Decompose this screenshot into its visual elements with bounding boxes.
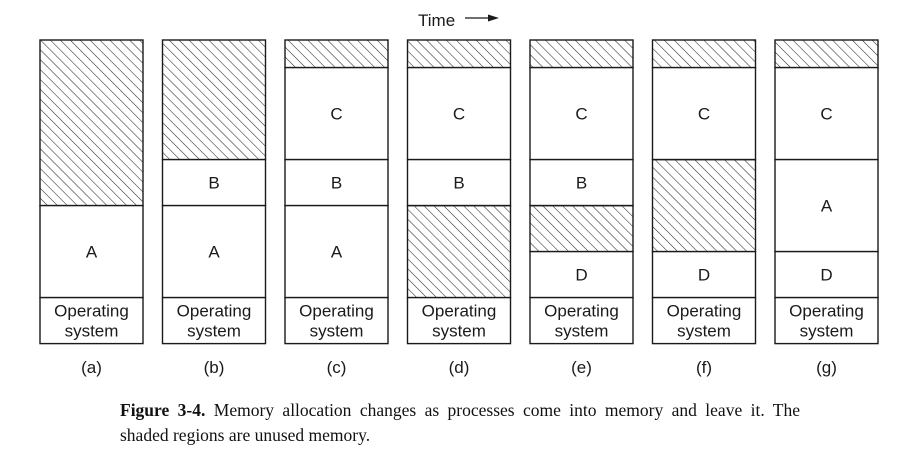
process-block — [774, 250, 879, 299]
free-memory-block — [406, 39, 512, 69]
process-block — [651, 296, 757, 345]
process-label: D — [698, 266, 710, 285]
process-label: B — [453, 174, 464, 193]
process-label: C — [330, 105, 342, 124]
free-memory-block — [39, 39, 144, 207]
process-block — [161, 296, 267, 345]
process-label: B — [576, 174, 587, 193]
free-memory-block — [529, 204, 634, 253]
free-memory-block — [284, 39, 389, 69]
process-block — [284, 66, 389, 161]
process-label: B — [208, 174, 219, 193]
column-label: (c) — [327, 358, 347, 377]
free-memory-block — [651, 158, 757, 253]
process-block — [529, 158, 634, 207]
memory-columns: AOperatingsystem(a)BAOperatingsystem(b)C… — [39, 39, 879, 377]
free-memory-block — [161, 39, 267, 161]
process-block — [774, 296, 879, 345]
process-label: C — [820, 105, 832, 124]
process-block — [284, 204, 389, 299]
time-arrow-head-icon — [488, 14, 499, 22]
column-label: (a) — [81, 358, 102, 377]
os-block-label: system — [677, 322, 731, 341]
process-label: B — [331, 174, 342, 193]
os-block-label: Operating — [177, 302, 252, 321]
process-label: A — [331, 243, 343, 262]
process-label: C — [575, 105, 587, 124]
os-block-label: Operating — [544, 302, 619, 321]
free-memory-block — [406, 204, 512, 299]
caption-label: Figure 3-4. — [120, 400, 206, 420]
process-label: D — [820, 266, 832, 285]
time-axis: Time — [418, 11, 499, 30]
process-block — [529, 296, 634, 345]
memory-allocation-diagram: Time AOperatingsystem(a)BAOperatingsyste… — [39, 11, 879, 377]
process-label: C — [698, 105, 710, 124]
column-label: (g) — [816, 358, 837, 377]
process-block — [651, 250, 757, 299]
process-label: C — [453, 105, 465, 124]
column-label: (d) — [449, 358, 470, 377]
process-block — [406, 158, 512, 207]
process-block — [39, 296, 144, 345]
os-block-label: Operating — [422, 302, 497, 321]
time-label: Time — [418, 11, 455, 30]
os-block-label: Operating — [299, 302, 374, 321]
os-block-label: Operating — [667, 302, 742, 321]
process-block — [406, 296, 512, 345]
process-block — [406, 66, 512, 161]
os-block-label: system — [555, 322, 609, 341]
column-label: (e) — [571, 358, 592, 377]
process-label: A — [208, 243, 220, 262]
os-block-label: system — [800, 322, 854, 341]
os-block-label: Operating — [789, 302, 864, 321]
process-block — [161, 204, 267, 299]
free-memory-block — [774, 39, 879, 69]
os-block-label: system — [65, 322, 119, 341]
column-label: (b) — [204, 358, 225, 377]
os-block-label: system — [432, 322, 486, 341]
process-label: A — [86, 243, 98, 262]
os-block-label: Operating — [54, 302, 129, 321]
column-label: (f) — [696, 358, 712, 377]
caption-text: Memory allocation changes as processes c… — [120, 400, 800, 445]
process-label: D — [575, 266, 587, 285]
os-block-label: system — [310, 322, 364, 341]
process-label: A — [821, 197, 833, 216]
process-block — [284, 296, 389, 345]
process-block — [529, 250, 634, 299]
free-memory-block — [651, 39, 757, 69]
os-block-label: system — [187, 322, 241, 341]
process-block — [284, 158, 389, 207]
figure-caption: Figure 3-4. Memory allocation changes as… — [120, 398, 800, 448]
process-block — [529, 66, 634, 161]
free-memory-block — [529, 39, 634, 69]
